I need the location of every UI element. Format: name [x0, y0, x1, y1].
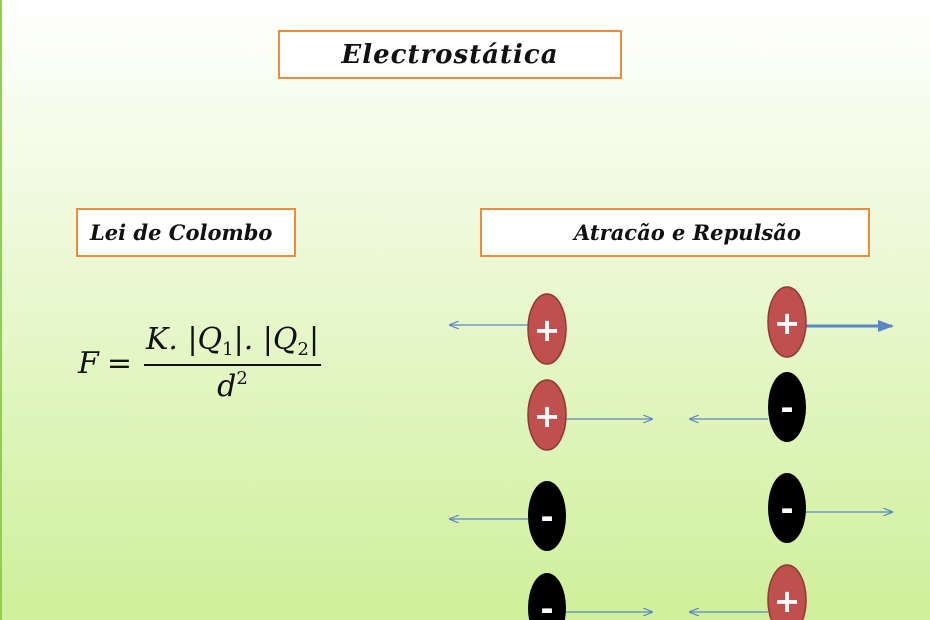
numerator-part-1: K. |Q: [145, 322, 223, 357]
positive-sign: +: [774, 582, 801, 620]
negative-charge: [528, 481, 566, 551]
negative-sign: -: [780, 389, 793, 427]
formula-denominator: d2: [217, 366, 248, 404]
formula-numerator: K. |Q1|. |Q2|: [143, 322, 322, 366]
negative-sign: -: [780, 490, 793, 528]
negative-charge: [768, 372, 806, 442]
formula-equals: =: [106, 345, 132, 381]
positive-charge: [767, 564, 807, 620]
attraction-repulsion-heading: Atracão e Repulsão: [480, 208, 870, 257]
numerator-sub-1: 1: [222, 339, 234, 360]
numerator-sub-2: 2: [297, 339, 309, 360]
negative-sign: -: [540, 590, 553, 620]
denominator-exponent: 2: [236, 368, 248, 389]
coulomb-law-heading: Lei de Colombo: [76, 208, 296, 257]
positive-charge: [767, 286, 807, 358]
formula-force: F: [78, 345, 99, 381]
left-edge-rule: [0, 0, 2, 620]
numerator-part-2: |. |Q: [233, 322, 298, 357]
negative-charge: [528, 573, 566, 620]
positive-charge: [527, 293, 567, 365]
negative-charge: [768, 473, 806, 543]
positive-sign: +: [534, 311, 561, 349]
coulomb-formula: F = K. |Q1|. |Q2| d2: [78, 322, 322, 404]
formula-fraction: K. |Q1|. |Q2| d2: [143, 322, 322, 404]
positive-charge: [527, 379, 567, 451]
positive-sign: +: [534, 397, 561, 435]
denominator-distance: d: [217, 369, 237, 404]
negative-sign: -: [540, 498, 553, 536]
numerator-part-3: |: [308, 322, 320, 357]
page-title: Electrostática: [278, 30, 622, 79]
positive-sign: +: [774, 304, 801, 342]
